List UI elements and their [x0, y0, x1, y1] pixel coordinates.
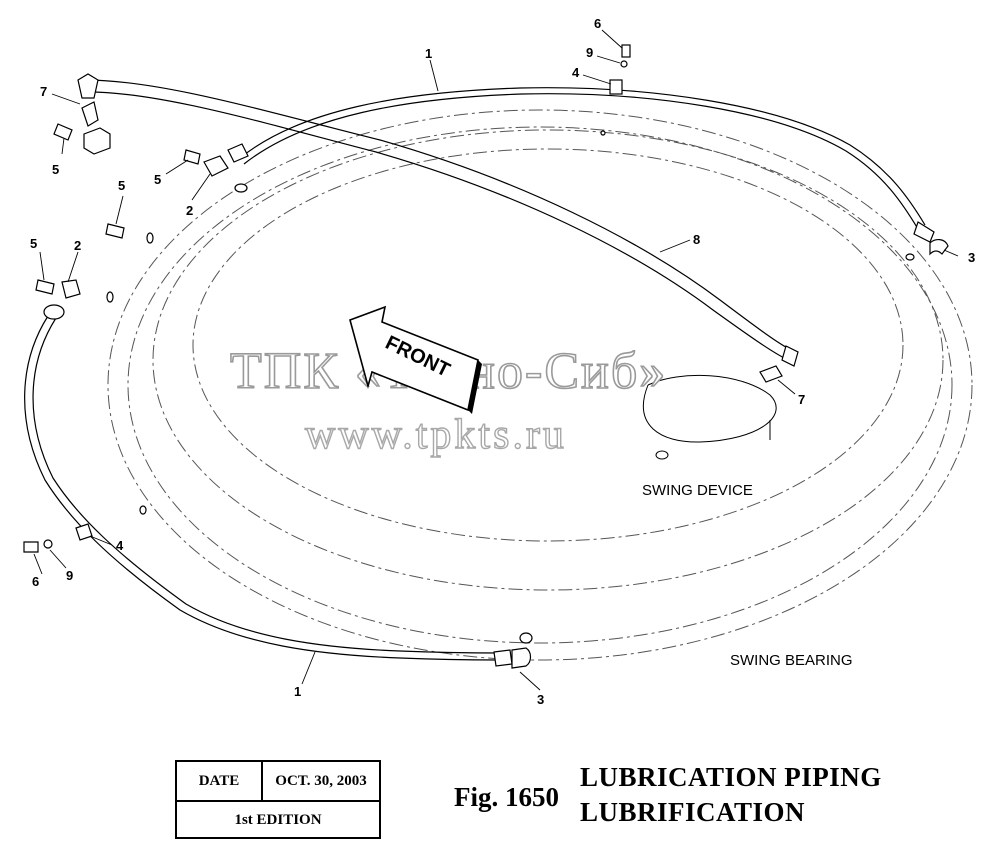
swing-bearing-label: SWING BEARING: [730, 652, 853, 669]
callout-5-mid: 5: [154, 172, 161, 187]
clamp-4-top: [609, 79, 623, 95]
grease-point-bottom: [519, 632, 533, 644]
callout-6-left: 6: [32, 574, 39, 589]
callout-1-top: 1: [425, 46, 432, 61]
figure-title-line1: LUBRICATION PIPING: [580, 762, 882, 792]
callout-8: 8: [693, 232, 700, 247]
watermark-line2: www.tpkts.ru: [305, 412, 567, 458]
pipe-1-upper: [239, 87, 926, 230]
nipple-5-topleft: [53, 123, 73, 141]
callout-5-left: 5: [118, 178, 125, 193]
callouts: 6 9 4 1 7 5 5 2 5 5 2 8 3 7 4 6 9 1 3: [30, 16, 975, 707]
tee-2-lower: [61, 279, 81, 299]
figure-number: Fig. 1650: [454, 782, 559, 812]
callout-7-topleft: 7: [40, 84, 47, 99]
nipple-5-mid: [183, 149, 201, 165]
nut-upper: [227, 143, 249, 163]
grease-point-lower: [106, 291, 114, 303]
elbow-3-bottom: [511, 647, 532, 669]
bolt-6-top: [621, 44, 631, 58]
nut-lower: [43, 304, 65, 320]
elbow-7-topleft: [77, 73, 99, 99]
elbow-7-right: [759, 365, 783, 383]
leader-lines: [33, 29, 959, 691]
nipple-5-left: [105, 223, 125, 239]
grease-point-upper: [234, 183, 248, 193]
fittings: [23, 44, 949, 669]
washer-9-top: [620, 60, 628, 68]
grease-point-bottomleft: [139, 505, 147, 515]
revision-info-box: DATE OCT. 30, 2003 1st EDITION: [175, 760, 381, 839]
callout-2-upper: 2: [186, 203, 193, 218]
callout-3-bottom: 3: [537, 692, 544, 707]
washer-9-left: [43, 539, 53, 549]
swing-device-label: SWING DEVICE: [642, 482, 753, 499]
callout-7-right: 7: [798, 392, 805, 407]
elbow-3-right: [929, 239, 949, 256]
callout-4-left: 4: [116, 538, 124, 553]
date-row: DATE OCT. 30, 2003: [177, 762, 379, 802]
bolt-6-left: [23, 541, 39, 553]
callout-5-topleft: 5: [52, 162, 59, 177]
callout-3-right: 3: [968, 250, 975, 265]
grease-point-top: [600, 130, 606, 136]
callout-4-top: 4: [572, 65, 580, 80]
edition-label: 1st EDITION: [234, 812, 322, 828]
callout-2-lower: 2: [74, 238, 81, 253]
grease-point-left: [146, 232, 154, 244]
date-label: DATE: [177, 762, 263, 800]
swing-device-outline: [642, 374, 777, 460]
callout-9-top: 9: [586, 45, 593, 60]
callout-9-left: 9: [66, 568, 73, 583]
callout-1-bottom: 1: [294, 684, 301, 699]
pipe-1-lower: [24, 315, 501, 661]
clamp-4-left: [75, 523, 93, 541]
nut-pipe-8-end: [781, 345, 799, 367]
callout-5-lower: 5: [30, 236, 37, 251]
pipe-8: [84, 79, 796, 361]
nipple-5-lower: [35, 279, 55, 295]
figure-title-line2: LUBRIFICATION: [580, 797, 806, 827]
tee-2-upper: [203, 155, 229, 177]
nut-right: [913, 221, 935, 243]
callout-6-top: 6: [594, 16, 601, 31]
grease-point-right: [905, 253, 915, 261]
adapter-topleft: [81, 101, 99, 127]
nut-bottom: [493, 649, 513, 667]
swing-bearing-outline: [107, 109, 973, 661]
block-topleft: [83, 127, 111, 155]
date-value: OCT. 30, 2003: [275, 772, 367, 789]
